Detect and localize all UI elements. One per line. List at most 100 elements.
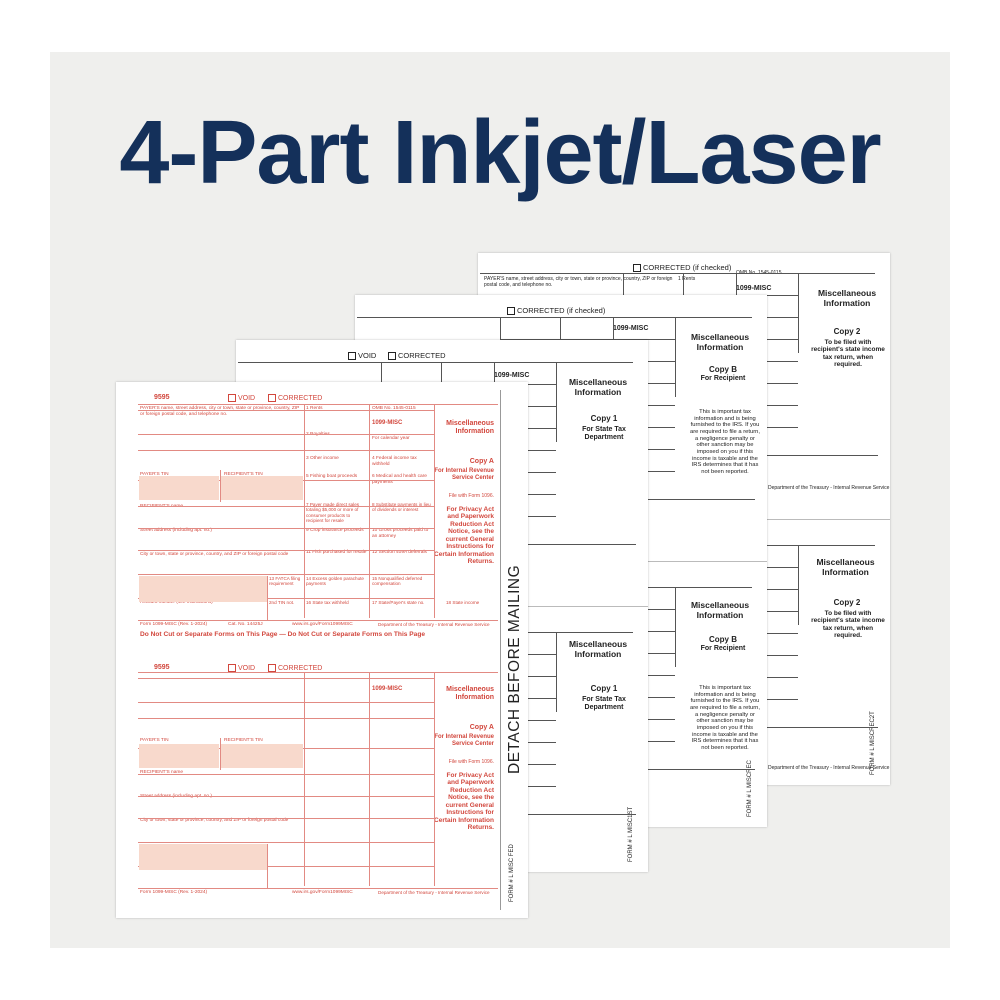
- irs-url-lower: www.irs.gov/Form1099MISC: [292, 890, 353, 895]
- copy-a-label: Copy A: [469, 458, 494, 465]
- corrected-checkbox[interactable]: CORRECTED: [388, 351, 446, 361]
- dept-label-lower: Department of the Treasury - Internal Re…: [768, 765, 890, 771]
- golden-label: 14 Excess golden parachute payments: [306, 576, 364, 587]
- void-checkbox[interactable]: VOID: [228, 394, 255, 403]
- form-rule: [556, 632, 557, 712]
- substitute-label: 8 Substitute payments in lieu of dividen…: [372, 502, 431, 513]
- fed-tax-label: 4 Federal income tax withheld: [372, 456, 417, 467]
- form-rule: [267, 576, 268, 620]
- state-income-label: 18 State income: [446, 600, 480, 605]
- copy-label-lower: Copy B: [709, 635, 737, 644]
- irs-url: www.irs.gov/Form1099MISC: [292, 622, 353, 627]
- street-label: Street address (including apt. no.): [140, 528, 212, 533]
- form-rule: [138, 528, 434, 529]
- fatca-label: 13 FATCA filing requirement: [269, 576, 301, 587]
- void-checkbox[interactable]: VOID: [348, 351, 377, 361]
- corrected-checkbox[interactable]: CORRECTED (if checked): [507, 306, 605, 316]
- corrected-checkbox[interactable]: CORRECTED: [268, 394, 322, 403]
- form-rule: [304, 404, 305, 618]
- form-rule: [798, 273, 799, 353]
- dept-label: Department of the Treasury - Internal Re…: [378, 622, 490, 627]
- form-rule: [138, 818, 434, 819]
- corrected-checkbox[interactable]: CORRECTED (if checked): [633, 263, 732, 273]
- void-label: VOID: [358, 351, 377, 360]
- tin-field-shade: [139, 476, 219, 500]
- void-label: VOID: [238, 394, 256, 402]
- void-label: VOID: [238, 664, 256, 672]
- form-rule: [304, 672, 305, 886]
- corrected-checkbox-lower[interactable]: CORRECTED: [268, 664, 322, 673]
- payer-tin-label-lower: PAYER'S TIN: [140, 738, 169, 743]
- void-checkbox-lower[interactable]: VOID: [228, 664, 255, 673]
- copy-label-upper: Copy 2: [833, 327, 861, 336]
- corrected-label: CORRECTED (if checked): [643, 263, 732, 272]
- form-rule: [138, 796, 434, 797]
- copy-a-label-lower: Copy A: [469, 724, 494, 731]
- form-title-lower: Miscellaneous Information: [568, 639, 628, 659]
- state-no-label: 17 State/Payer's state no.: [372, 600, 425, 605]
- form-number: 1099-MISC: [613, 325, 649, 332]
- dept-label-upper: Department of the Treasury - Internal Re…: [768, 485, 890, 491]
- form-rule: [138, 404, 498, 405]
- form-rule: [138, 672, 498, 673]
- tin-not-label: 2nd TIN not.: [269, 600, 295, 605]
- form-rule: [138, 506, 434, 507]
- privacy-notice-lower: For Privacy Act and Paperwork Reduction …: [434, 772, 494, 832]
- tin-field-shade: [139, 844, 267, 870]
- form-sheet-copy-a: 9595 VOID CORRECTED PAYER'S name, street…: [116, 382, 528, 918]
- direct-sales-label: 7 Payer made direct sales totaling $5,00…: [306, 502, 360, 523]
- form-rule: [798, 545, 799, 625]
- headline: 4-Part Inkjet/Laser: [119, 103, 881, 203]
- form-code: 9595: [154, 394, 170, 401]
- payer-label: PAYER'S name, street address, city or to…: [484, 276, 673, 288]
- copy-for-upper: For Recipient: [700, 375, 746, 382]
- form-rule: [357, 317, 752, 318]
- form-rule: [500, 339, 675, 340]
- footer-form-lower: Form 1099-MISC (Rev. 1-2024): [140, 890, 208, 895]
- form-id: FORM # L MISC FED: [509, 844, 515, 902]
- form-rule: [267, 844, 268, 888]
- form-rule: [675, 317, 676, 397]
- form-number: 1099-MISC: [494, 372, 530, 379]
- copy-notice-upper: This is important tax information and is…: [690, 409, 760, 475]
- copy-for-lower: For State Tax Department: [582, 696, 626, 712]
- form-code-lower: 9595: [154, 664, 170, 671]
- form-rule: [369, 404, 370, 618]
- form-id: FORM # L MISCREC2T: [870, 711, 876, 775]
- corrected-label: CORRECTED: [278, 664, 323, 672]
- form-number: 1099-MISC: [736, 285, 772, 292]
- file-with-label-lower: File with Form 1096.: [448, 759, 494, 765]
- detach-label: DETACH BEFORE MAILING: [506, 564, 523, 774]
- tin-field-shade: [139, 576, 267, 602]
- form-title-upper: Miscellaneous Information: [690, 332, 750, 352]
- form-title-upper: Miscellaneous Information: [568, 377, 628, 397]
- copy-a-for-lower: For Internal Revenue Service Center: [434, 734, 494, 747]
- copy-for-lower: For Recipient: [700, 645, 746, 652]
- form-rule: [675, 587, 676, 667]
- form-rule: [138, 678, 434, 679]
- form-title-lower: Miscellaneous Information: [690, 600, 750, 620]
- recipient-tin-label: RECIPIENT'S TIN: [224, 472, 263, 477]
- recipient-tin-label-lower: RECIPIENT'S TIN: [224, 738, 263, 743]
- copy-label-upper: Copy 1: [590, 414, 618, 423]
- other-income-label: 3 Other income: [306, 456, 339, 461]
- account-label: Account number (see instructions): [140, 600, 213, 605]
- form-id: FORM # L MISC1ST: [628, 806, 634, 862]
- payer-label: PAYER'S name, street address, city or to…: [140, 406, 300, 417]
- form-rule: [138, 410, 434, 411]
- do-not-cut-warning: Do Not Cut or Separate Forms on This Pag…: [140, 631, 426, 638]
- city-label: City or town, state or province, country…: [140, 552, 289, 557]
- form-rule: [138, 450, 434, 451]
- form-rule: [434, 404, 435, 618]
- state-tax-label: 16 State tax withheld: [306, 600, 349, 605]
- fish-purchased-label: 11 Fish purchased for resale: [306, 550, 367, 555]
- copy-notice-lower: This is important tax information and is…: [690, 685, 760, 751]
- copy-label-lower: Copy 2: [833, 598, 861, 607]
- form-rule: [369, 672, 370, 886]
- form-rule: [138, 434, 434, 435]
- corrected-label: CORRECTED: [398, 351, 446, 360]
- form-rule: [220, 738, 221, 770]
- form-rule: [138, 888, 498, 889]
- copy-label-upper: Copy B: [709, 365, 737, 374]
- form-number-lower: 1099-MISC: [372, 686, 403, 692]
